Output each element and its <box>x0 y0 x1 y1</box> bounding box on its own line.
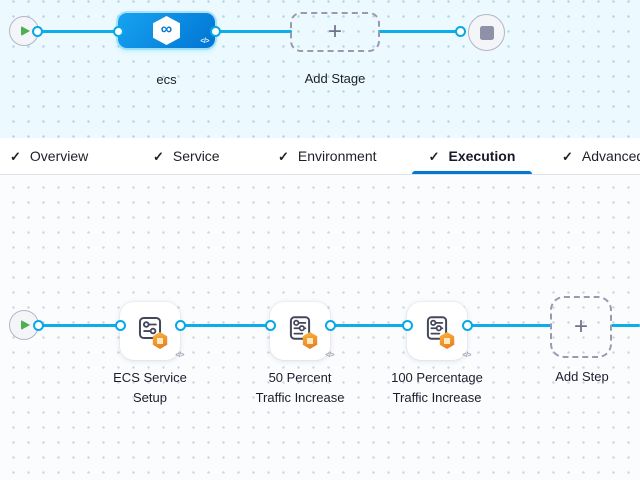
connector-port <box>461 319 473 331</box>
sliders-square-icon <box>138 316 162 340</box>
connector-port <box>112 25 124 37</box>
tab-label: Advanced <box>581 148 640 164</box>
play-icon <box>21 320 30 330</box>
aws-ecs-badge-icon <box>302 332 318 349</box>
stage-config-tabs: ✓ Overview ✓ Service ✓ Environment ✓ Exe… <box>0 138 640 175</box>
check-icon: ✓ <box>278 148 289 164</box>
connector-port <box>401 319 413 331</box>
stage-node-ecs[interactable]: ∞ </> <box>118 13 215 48</box>
pipeline-end-node[interactable] <box>468 14 505 51</box>
stop-icon <box>479 25 494 40</box>
tab-label: Execution <box>448 148 516 164</box>
connector <box>178 324 272 327</box>
step-label-line2: Traffic Increase <box>255 390 345 405</box>
connector-port <box>264 319 276 331</box>
code-view-icon[interactable]: </> <box>200 38 209 45</box>
tab-environment[interactable]: ✓ Environment <box>266 138 389 174</box>
step-label: ECS Service Setup <box>80 368 220 408</box>
connector <box>328 324 409 327</box>
active-tab-underline <box>412 170 532 174</box>
add-step-button[interactable]: + <box>550 296 612 358</box>
code-view-icon[interactable]: </> <box>175 352 184 359</box>
connector <box>465 324 552 327</box>
add-stage-button[interactable]: + <box>290 12 380 52</box>
stage-canvas[interactable]: ∞ </> ecs + Add Stage <box>0 0 640 138</box>
add-step-label: Add Step <box>555 369 609 384</box>
check-icon: ✓ <box>10 148 21 164</box>
tab-service[interactable]: ✓ Service <box>141 138 232 174</box>
connector-port <box>209 25 221 37</box>
check-icon: ✓ <box>562 148 573 164</box>
connector <box>38 324 122 327</box>
execution-canvas[interactable]: </> ECS Service Setup </> 50 Percent Tr <box>0 175 640 480</box>
connector <box>213 30 292 33</box>
code-view-icon[interactable]: </> <box>325 352 334 359</box>
step-label: 100 Percentage Traffic Increase <box>363 368 511 408</box>
step-node-100-percentage-traffic-increase[interactable]: </> <box>407 302 471 360</box>
step-node-ecs-service-setup[interactable]: </> <box>120 302 184 360</box>
plus-icon: + <box>327 18 342 45</box>
connector-port <box>32 319 44 331</box>
infinity-glyph: ∞ <box>160 21 173 38</box>
step-label-line1: 100 Percentage <box>391 370 483 385</box>
add-stage-label: Add Stage <box>304 71 366 86</box>
step-label-line1: 50 Percent <box>268 370 332 385</box>
check-icon: ✓ <box>153 148 164 164</box>
sliders-square-icon <box>426 316 448 340</box>
aws-ecs-badge-icon <box>152 332 168 349</box>
connector-port <box>454 25 466 37</box>
tab-label: Service <box>172 148 220 164</box>
tab-label: Overview <box>29 148 89 164</box>
connector-port <box>32 25 43 37</box>
connector <box>611 324 640 327</box>
harness-deploy-hexagon-icon: ∞ <box>153 16 180 45</box>
tab-overview[interactable]: ✓ Overview <box>0 138 100 174</box>
step-label-line2: Traffic Increase <box>392 390 482 405</box>
code-view-icon[interactable]: </> <box>462 352 471 359</box>
connector-port <box>174 319 186 331</box>
play-icon <box>21 26 30 36</box>
check-icon: ✓ <box>428 148 440 164</box>
step-label-line2: Setup <box>133 390 167 405</box>
aws-ecs-badge-icon <box>439 332 455 349</box>
step-label-line1: ECS Service <box>113 370 187 385</box>
connector-port <box>114 319 126 331</box>
execution-start-node[interactable] <box>9 310 39 340</box>
connector-port <box>324 319 336 331</box>
connector <box>378 30 462 33</box>
step-node-50-percent-traffic-increase[interactable]: </> <box>270 302 334 360</box>
tab-execution[interactable]: ✓ Execution <box>412 138 532 174</box>
tab-label: Environment <box>297 148 377 164</box>
tab-advanced[interactable]: ✓ Advanced <box>550 138 640 174</box>
sliders-square-icon <box>289 316 311 340</box>
step-label: 50 Percent Traffic Increase <box>226 368 374 408</box>
stage-name-label: ecs <box>156 72 177 87</box>
plus-icon: + <box>573 313 588 340</box>
connector <box>38 30 120 33</box>
